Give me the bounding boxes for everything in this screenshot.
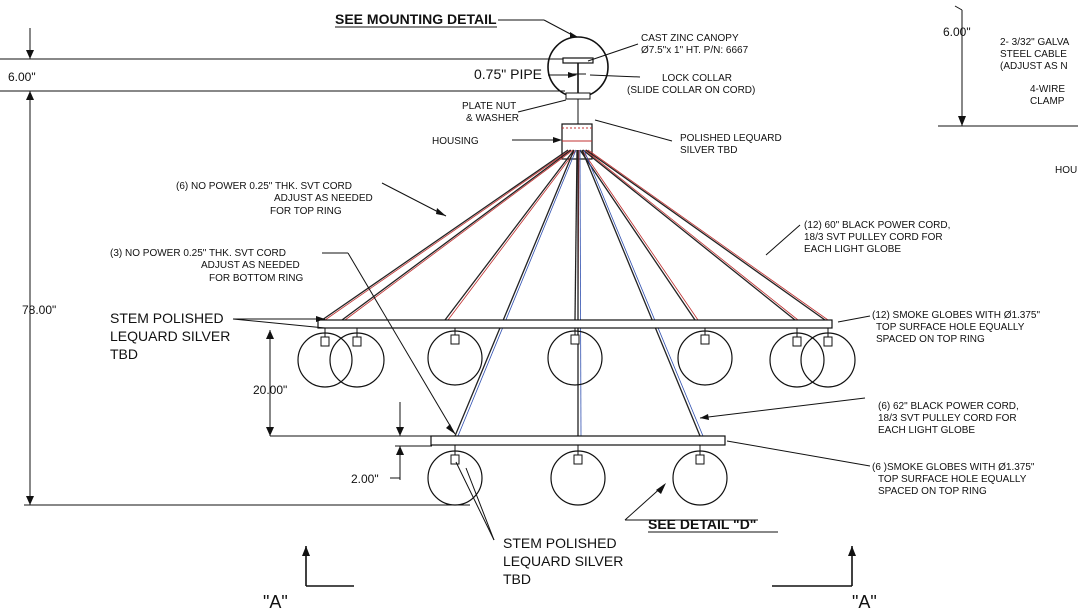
cord-top-2 (444, 149, 575, 321)
svg-text:STEM POLISHED: STEM POLISHED (110, 310, 224, 326)
socket-t1 (352, 336, 362, 347)
svg-text:LEQUARD SILVER: LEQUARD SILVER (503, 553, 623, 569)
svg-text:SILVER TBD: SILVER TBD (680, 145, 737, 156)
labels: SEE MOUNTING DETAIL CAST ZINC CANOPY Ø7.… (8, 11, 1077, 612)
smoke-globe-b1 (550, 450, 606, 506)
svg-text:TOP SURFACE HOLE EQUALLY: TOP SURFACE HOLE EQUALLY (878, 474, 1027, 485)
svg-text:4-WIRE: 4-WIRE (1030, 84, 1065, 95)
smoke-globe-t0 (297, 332, 353, 388)
svg-text:(12) 60" BLACK POWER CORD,: (12) 60" BLACK POWER CORD, (804, 220, 950, 231)
svg-text:(SLIDE COLLAR ON CORD): (SLIDE COLLAR ON CORD) (627, 85, 755, 96)
cords (321, 149, 829, 437)
svg-text:FOR BOTTOM RING: FOR BOTTOM RING (209, 273, 303, 284)
top-ring (317, 319, 833, 329)
smoke-globe-t2 (427, 330, 483, 386)
globes (297, 328, 856, 506)
svg-text:(12) SMOKE GLOBES WITH Ø1.375": (12) SMOKE GLOBES WITH Ø1.375" (872, 310, 1040, 321)
svg-text:(6) 62" BLACK POWER CORD,: (6) 62" BLACK POWER CORD, (878, 401, 1019, 412)
cord-bottom-0 (454, 149, 575, 437)
svg-text:TBD: TBD (110, 346, 138, 362)
svg-text:HOU: HOU (1055, 165, 1077, 176)
svg-text:FOR TOP RING: FOR TOP RING (270, 206, 342, 217)
svg-text:EACH LIGHT GLOBE: EACH LIGHT GLOBE (804, 244, 901, 255)
dimension-20: 20.00" (253, 383, 287, 397)
smoke-globe-t3 (547, 330, 603, 386)
cord-top-1 (341, 149, 572, 321)
cord-bottom-2 (581, 149, 701, 437)
svg-text:PLATE NUT: PLATE NUT (462, 101, 516, 112)
socket-b0 (450, 454, 460, 465)
svg-text:SPACED ON TOP RING: SPACED ON TOP RING (878, 486, 987, 497)
dimension-lines (0, 28, 565, 506)
svg-text:(6) NO POWER 0.25" THK. SVT CO: (6) NO POWER 0.25" THK. SVT CORD (176, 181, 352, 192)
svg-text:HOUSING: HOUSING (432, 136, 479, 147)
svg-text:CAST ZINC CANOPY: CAST ZINC CANOPY (641, 33, 739, 44)
see-mounting-detail-label: SEE MOUNTING DETAIL (335, 11, 497, 27)
svg-text:ADJUST AS NEEDED: ADJUST AS NEEDED (274, 193, 373, 204)
smoke-globe-b0 (427, 450, 483, 506)
smoke-globe-t5 (769, 332, 825, 388)
svg-text:TBD: TBD (503, 571, 531, 587)
svg-text:LEQUARD SILVER: LEQUARD SILVER (110, 328, 230, 344)
socket-t6 (823, 336, 833, 347)
dimension-6-right: 6.00" (943, 25, 971, 39)
socket-t4 (700, 334, 710, 345)
svg-text:STEM POLISHED: STEM POLISHED (503, 535, 617, 551)
socket-b1 (573, 454, 583, 465)
section-markers (302, 546, 856, 587)
svg-text:(3) NO POWER 0.25" THK. SVT CO: (3) NO POWER 0.25" THK. SVT CORD (110, 248, 286, 259)
smoke-globe-b2 (672, 450, 728, 506)
socket-t5 (792, 336, 802, 347)
right-partial-view (938, 5, 1078, 127)
svg-text:2- 3/32" GALVA: 2- 3/32" GALVA (1000, 37, 1070, 48)
smoke-globe-t1 (329, 332, 385, 388)
socket-b2 (695, 454, 705, 465)
bottom-ring (430, 435, 726, 446)
svg-text:TOP SURFACE HOLE EQUALLY: TOP SURFACE HOLE EQUALLY (876, 322, 1025, 333)
svg-text:Ø7.5"x 1" HT. P/N: 6667: Ø7.5"x 1" HT. P/N: 6667 (641, 45, 749, 56)
dimension-6-left: 6.00" (8, 70, 36, 84)
svg-text:POLISHED LEQUARD: POLISHED LEQUARD (680, 133, 782, 144)
cord-top-0 (321, 149, 569, 321)
smoke-globe-t4 (677, 330, 733, 386)
cord-top-4 (579, 149, 696, 321)
svg-text:18/3 SVT PULLEY CORD FOR: 18/3 SVT PULLEY CORD FOR (878, 413, 1017, 424)
svg-text:STEEL CABLE: STEEL CABLE (1000, 49, 1067, 60)
socket-t3 (570, 334, 580, 345)
socket-t0 (320, 336, 330, 347)
svg-text:(ADJUST AS N: (ADJUST AS N (1000, 61, 1068, 72)
svg-text:18/3 SVT PULLEY CORD FOR: 18/3 SVT PULLEY CORD FOR (804, 232, 943, 243)
svg-text:ADJUST AS NEEDED: ADJUST AS NEEDED (201, 260, 300, 271)
svg-text:SPACED ON TOP RING: SPACED ON TOP RING (876, 334, 985, 345)
svg-text:CLAMP: CLAMP (1030, 96, 1065, 107)
smoke-globe-t6 (800, 332, 856, 388)
svg-text:0.75" PIPE: 0.75" PIPE (474, 66, 542, 82)
cord-top-3 (574, 149, 578, 321)
cord-top-6 (585, 149, 826, 321)
cord-top-5 (582, 149, 796, 321)
svg-text:"A": "A" (852, 592, 877, 612)
svg-text:& WASHER: & WASHER (466, 113, 519, 124)
svg-text:LOCK COLLAR: LOCK COLLAR (662, 73, 732, 84)
dimension-78: 78.00" (22, 303, 56, 317)
dimension-2: 2.00" (351, 472, 379, 486)
see-detail-d-label: SEE DETAIL "D" (648, 516, 756, 532)
leader-lines (232, 19, 871, 541)
svg-text:(6 )SMOKE GLOBES WITH Ø1.375": (6 )SMOKE GLOBES WITH Ø1.375" (872, 462, 1035, 473)
svg-text:EACH LIGHT GLOBE: EACH LIGHT GLOBE (878, 425, 975, 436)
socket-t2 (450, 334, 460, 345)
svg-text:"A": "A" (263, 592, 288, 612)
